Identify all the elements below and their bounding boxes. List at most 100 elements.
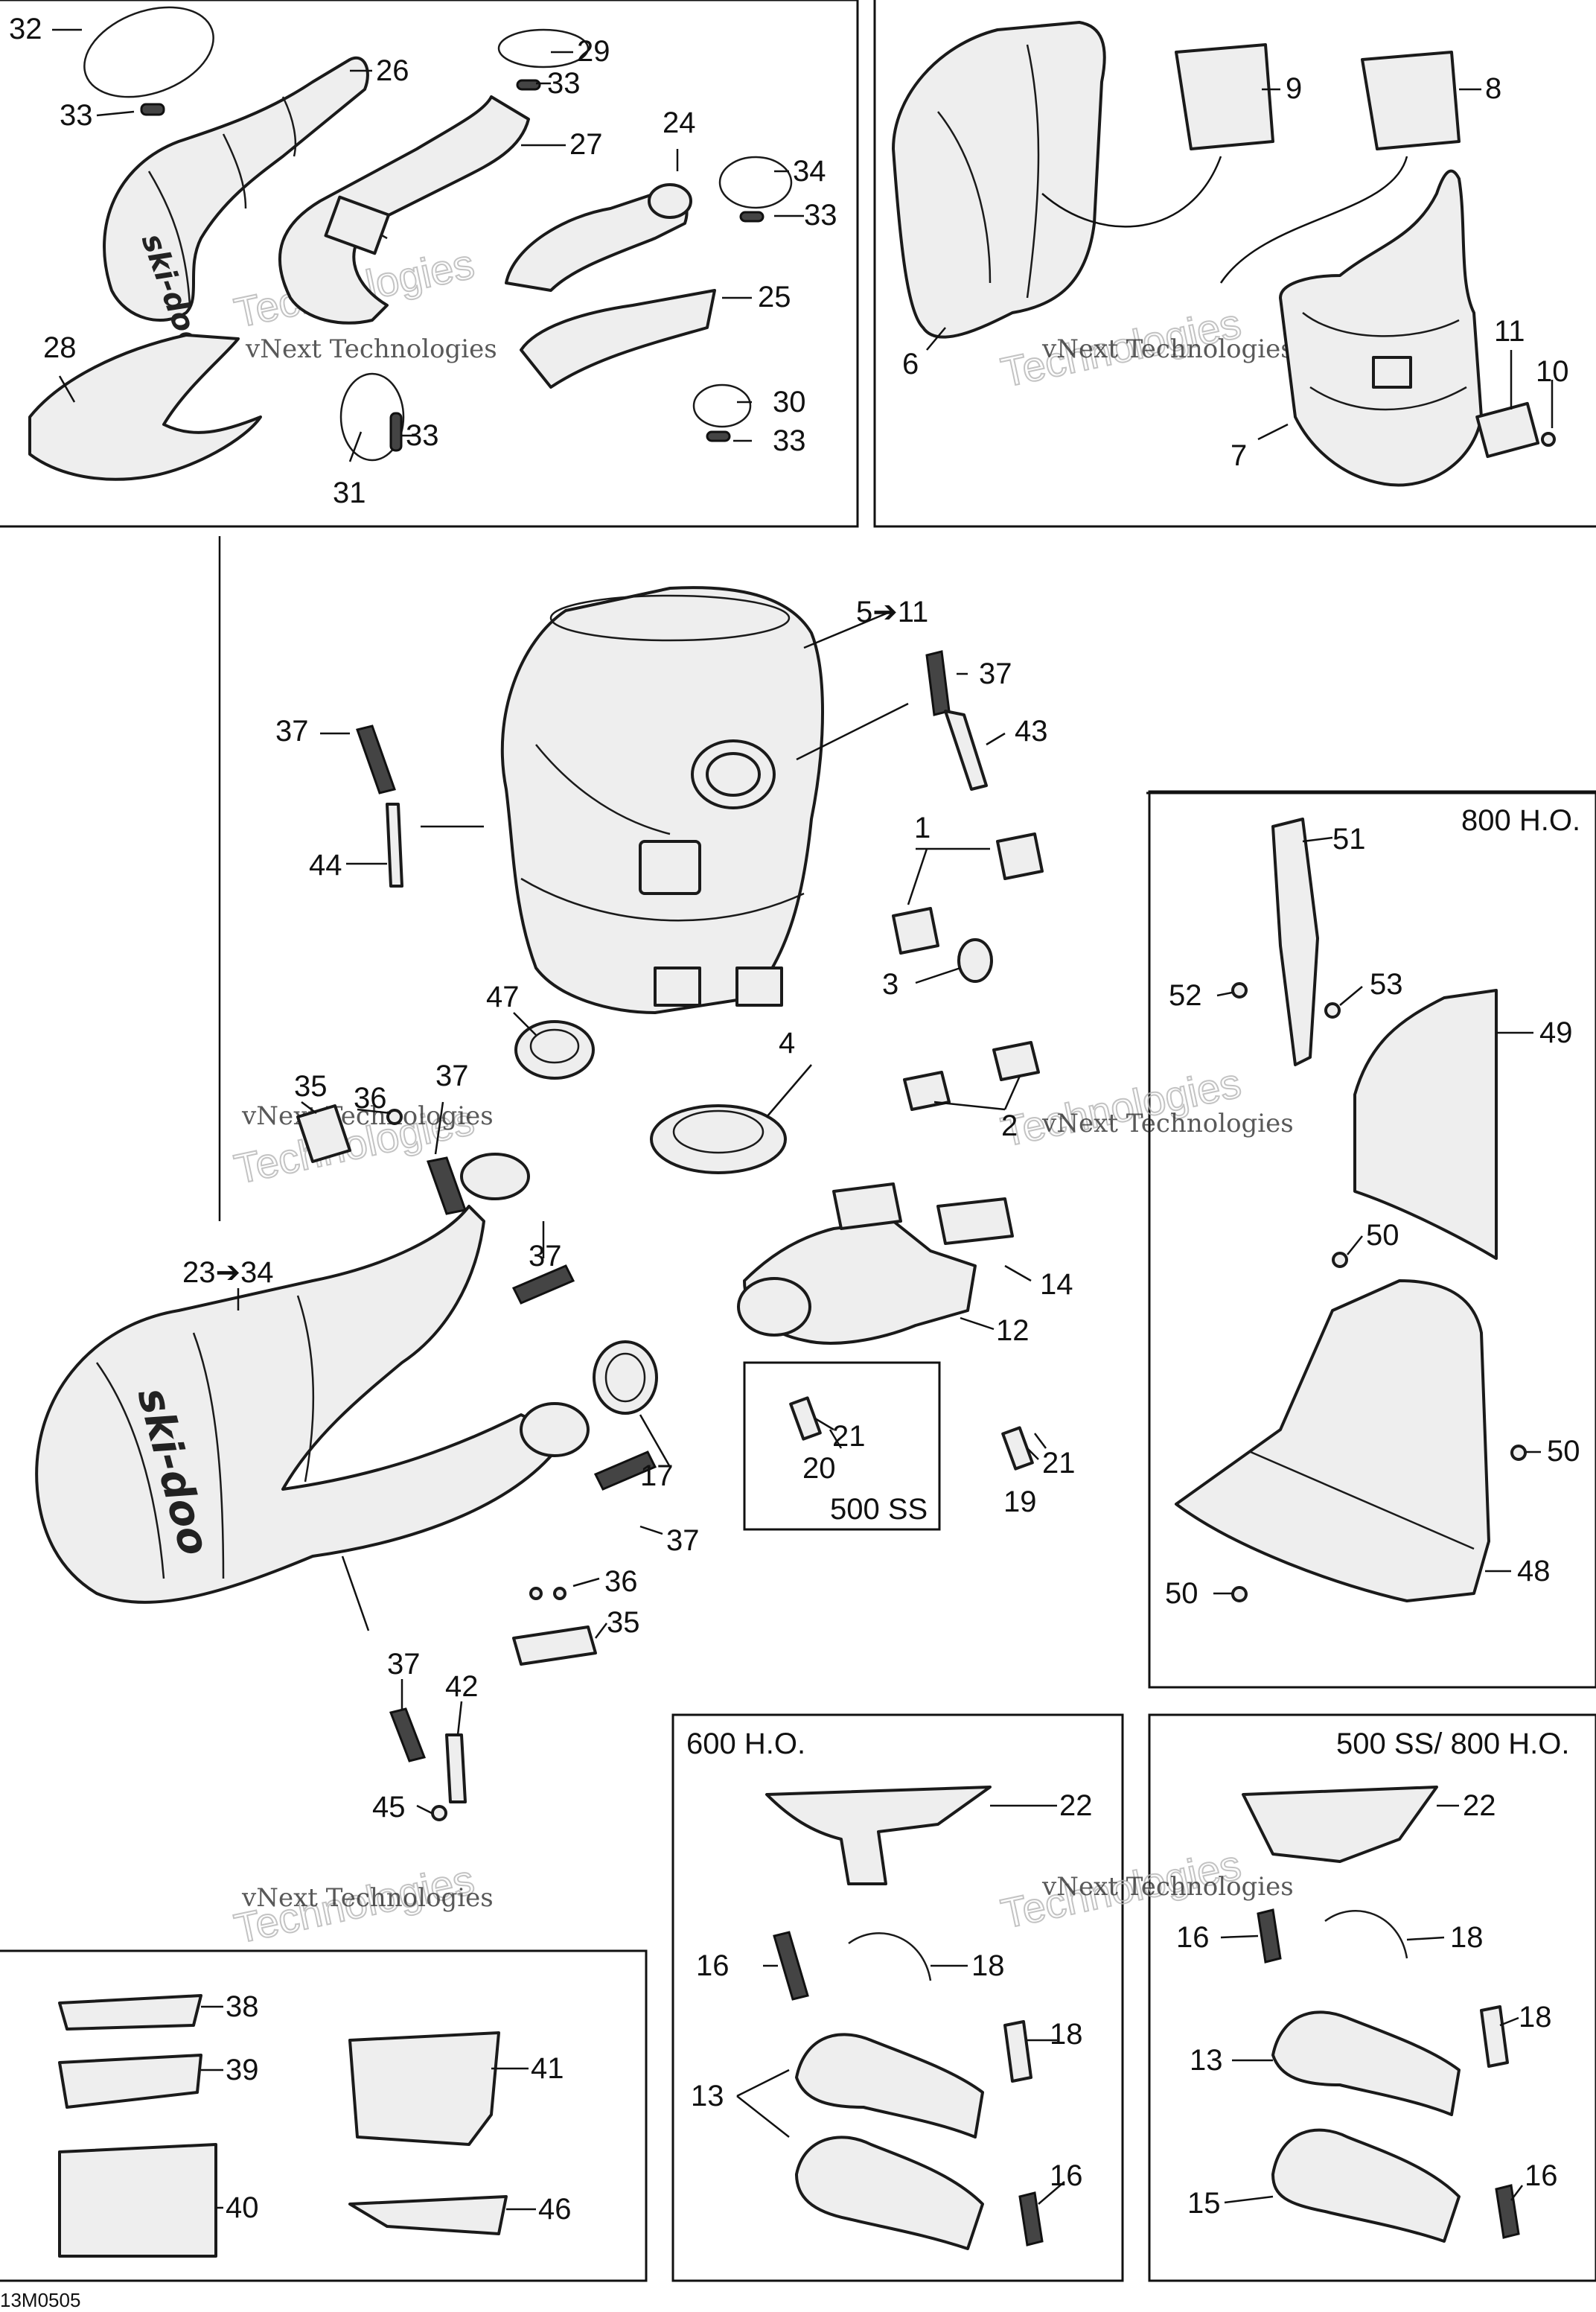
sticker-40 xyxy=(58,2143,217,2258)
callout-22: 22 xyxy=(1059,1789,1093,1822)
spring-33 xyxy=(516,79,541,91)
muffler-inlet-bore xyxy=(706,752,761,797)
callout-33: 33 xyxy=(773,424,806,457)
callout-11: 11 xyxy=(1494,315,1525,348)
exhaust-seal-17 xyxy=(593,1340,658,1415)
callout-numbers: 32 33 26 29 33 27 24 34 33 25 30 33 33 3… xyxy=(9,13,1580,2226)
spring-33 xyxy=(140,103,165,116)
tuned-pipe-main xyxy=(35,1205,567,1604)
callout-23-to-34: 23➔34 xyxy=(182,1256,274,1289)
callout-18: 18 xyxy=(1450,1921,1484,1954)
bracket-35-a xyxy=(296,1104,351,1163)
exhaust-seal-17-bore xyxy=(604,1352,646,1403)
exhaust-elbow-15 xyxy=(1271,2128,1461,2243)
drawing-id-label: 13M0505 xyxy=(0,2289,80,2311)
callout-37: 37 xyxy=(275,715,309,748)
exhaust-outlet-pipe-25 xyxy=(520,289,716,389)
heat-shield-22-a xyxy=(765,1786,992,1885)
callout-28: 28 xyxy=(43,331,77,364)
pipe-inlet-flange xyxy=(460,1153,530,1200)
clamp-ring-30 xyxy=(692,383,752,428)
watermark-text: vNext Technologies xyxy=(1041,1109,1294,1139)
callout-48: 48 xyxy=(1517,1555,1551,1587)
pipe-seam xyxy=(192,1332,225,1579)
clamp-ring-31 xyxy=(339,372,405,462)
callout-50: 50 xyxy=(1547,1435,1580,1468)
sticker-46 xyxy=(348,2195,508,2235)
rubber-mount-1a xyxy=(892,907,939,955)
callout-12: 12 xyxy=(996,1314,1030,1347)
nut-50-b xyxy=(1510,1445,1527,1461)
callout-47: 47 xyxy=(486,981,520,1013)
heat-shield-28 xyxy=(28,334,262,481)
stud-36-b xyxy=(529,1587,543,1600)
bolt-20 xyxy=(789,1396,822,1441)
callout-14: 14 xyxy=(1040,1268,1073,1301)
callout-39: 39 xyxy=(226,2054,259,2086)
bracket-42 xyxy=(445,1733,467,1803)
muffler-body xyxy=(500,586,824,1014)
watermark-text: vNext Technologies xyxy=(1041,334,1294,364)
spring-37-a xyxy=(925,650,951,716)
clamp-18-a xyxy=(848,1932,932,1981)
heat-shield-7 xyxy=(1279,169,1483,487)
callout-37: 37 xyxy=(666,1524,700,1557)
callout-17: 17 xyxy=(640,1459,674,1492)
sticker-41 xyxy=(348,2031,500,2146)
rivet-10 xyxy=(1541,432,1556,447)
callout-16: 16 xyxy=(1176,1921,1210,1954)
callout-35: 35 xyxy=(607,1606,640,1639)
callout-50: 50 xyxy=(1165,1577,1198,1610)
callout-36: 36 xyxy=(354,1082,387,1115)
callout-37: 37 xyxy=(387,1648,421,1681)
clamp-ring-32 xyxy=(83,6,214,98)
callout-32: 32 xyxy=(9,13,42,45)
pipe-seam xyxy=(147,171,191,306)
callout-45: 45 xyxy=(372,1791,406,1824)
heat-shield-48 xyxy=(1175,1279,1490,1602)
pipe-bracket xyxy=(324,195,391,255)
heat-shield-stickers xyxy=(58,1994,508,2258)
muffler-grommet-bracket xyxy=(654,966,701,1007)
callout-46: 46 xyxy=(538,2193,572,2226)
pipe-outlet-flange xyxy=(520,1402,590,1457)
exhaust-elbow-13-a xyxy=(795,2033,984,2139)
section-title-500ss: 500 SS xyxy=(830,1493,928,1526)
muffler-seam xyxy=(520,877,805,922)
callout-16: 16 xyxy=(1050,2159,1083,2192)
nut-45 xyxy=(431,1805,447,1821)
callout-24: 24 xyxy=(663,106,696,139)
gasket-14-b xyxy=(936,1197,1014,1245)
spring-16-d xyxy=(1495,2184,1520,2239)
watermark-text: vNext Technologies xyxy=(241,1883,494,1913)
muffler-mount-pad xyxy=(639,840,701,895)
shield-window xyxy=(1372,356,1412,389)
spring-16-a xyxy=(773,1931,809,2001)
bolt-52 xyxy=(1231,982,1248,999)
pipe-seam xyxy=(296,1295,315,1483)
rubber-mount-2b xyxy=(992,1041,1040,1081)
callout-30: 30 xyxy=(773,386,806,418)
grommet-3 xyxy=(957,938,993,983)
watermarks: Technologies vNext Technologies Technolo… xyxy=(229,239,1294,1953)
callout-2: 2 xyxy=(1001,1109,1018,1142)
exhaust-seal-4-bore xyxy=(672,1109,765,1154)
callout-49: 49 xyxy=(1539,1016,1573,1049)
callout-36: 36 xyxy=(604,1565,638,1598)
callout-31: 31 xyxy=(333,477,366,509)
section-600ho-parts xyxy=(765,1786,1044,2250)
top-right-muffler-shields xyxy=(892,21,1556,487)
spring-37-c xyxy=(427,1156,467,1215)
muffler-assembly xyxy=(356,586,1044,1174)
plate-11 xyxy=(1475,401,1540,459)
shield-seam xyxy=(1302,312,1460,337)
callout-19: 19 xyxy=(1003,1485,1037,1518)
spring-37-f xyxy=(389,1707,427,1762)
callout-1: 1 xyxy=(914,812,931,844)
callout-33: 33 xyxy=(60,99,93,132)
nut-53 xyxy=(1324,1002,1341,1019)
stud-36-c xyxy=(553,1587,566,1600)
callout-38: 38 xyxy=(226,1990,259,2023)
spring-16-b xyxy=(1018,2191,1044,2246)
frame-600ho xyxy=(671,1713,1124,2282)
